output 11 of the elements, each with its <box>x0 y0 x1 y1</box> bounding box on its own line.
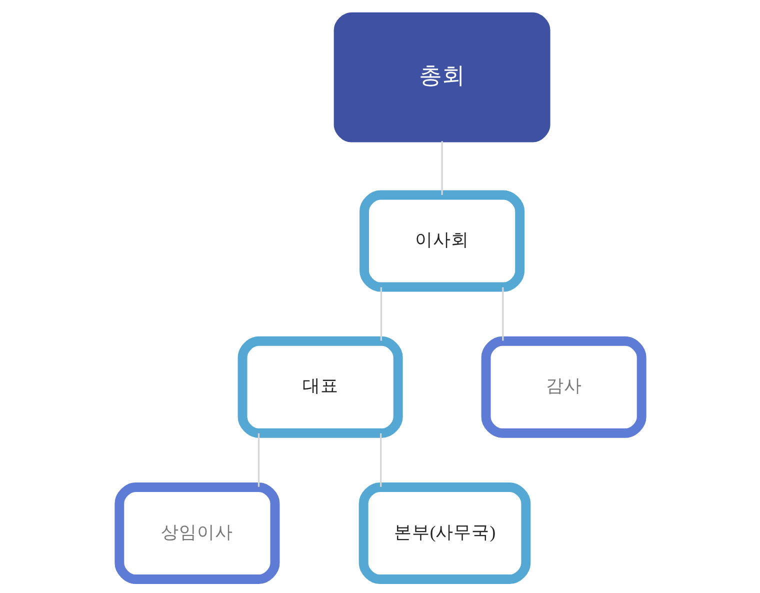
node-box: 총회 <box>333 12 550 142</box>
node-box: 상임이사 <box>114 482 280 584</box>
connector <box>257 433 260 487</box>
node-box: 본부(사무국) <box>358 482 530 584</box>
node-box: 대표 <box>237 336 402 438</box>
node-box: 감사 <box>480 336 646 438</box>
connector <box>502 287 504 341</box>
connector <box>380 433 382 487</box>
node-box: 이사회 <box>359 190 524 292</box>
connector <box>380 287 382 341</box>
connector <box>440 141 442 195</box>
